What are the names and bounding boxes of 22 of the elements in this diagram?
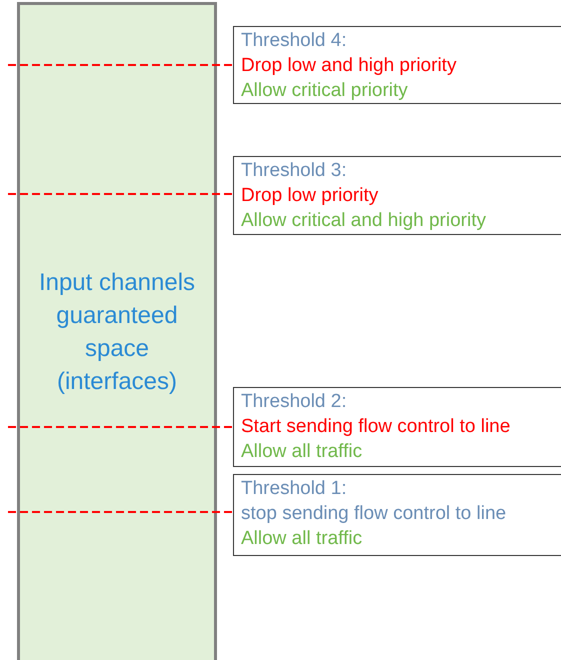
dashed-level-line [8,64,233,66]
threshold-rule: Drop low and high priority [241,54,456,78]
threshold-rule: Allow critical and high priority [241,209,486,233]
threshold-title: Threshold 4: [241,29,347,53]
threshold-title: Threshold 3: [241,159,347,183]
threshold-rule: stop sending flow control to line [241,502,506,526]
threshold-rule: Drop low priority [241,184,378,208]
threshold-box [233,26,561,104]
column-label: Input channels guaranteed space (interfaces) [38,268,196,397]
threshold-box [233,387,561,467]
threshold-rule: Allow critical priority [241,79,408,103]
dashed-level-line [8,511,233,513]
dashed-level-line [8,426,233,428]
buffer-column [17,2,217,660]
threshold-title: Threshold 2: [241,390,347,414]
threshold-box [233,474,561,556]
threshold-rule: Allow all traffic [241,440,362,464]
dashed-level-line [8,193,233,195]
threshold-box [233,156,561,235]
threshold-title: Threshold 1: [241,477,347,501]
threshold-rule: Start sending flow control to line [241,415,510,439]
threshold-rule: Allow all traffic [241,527,362,551]
